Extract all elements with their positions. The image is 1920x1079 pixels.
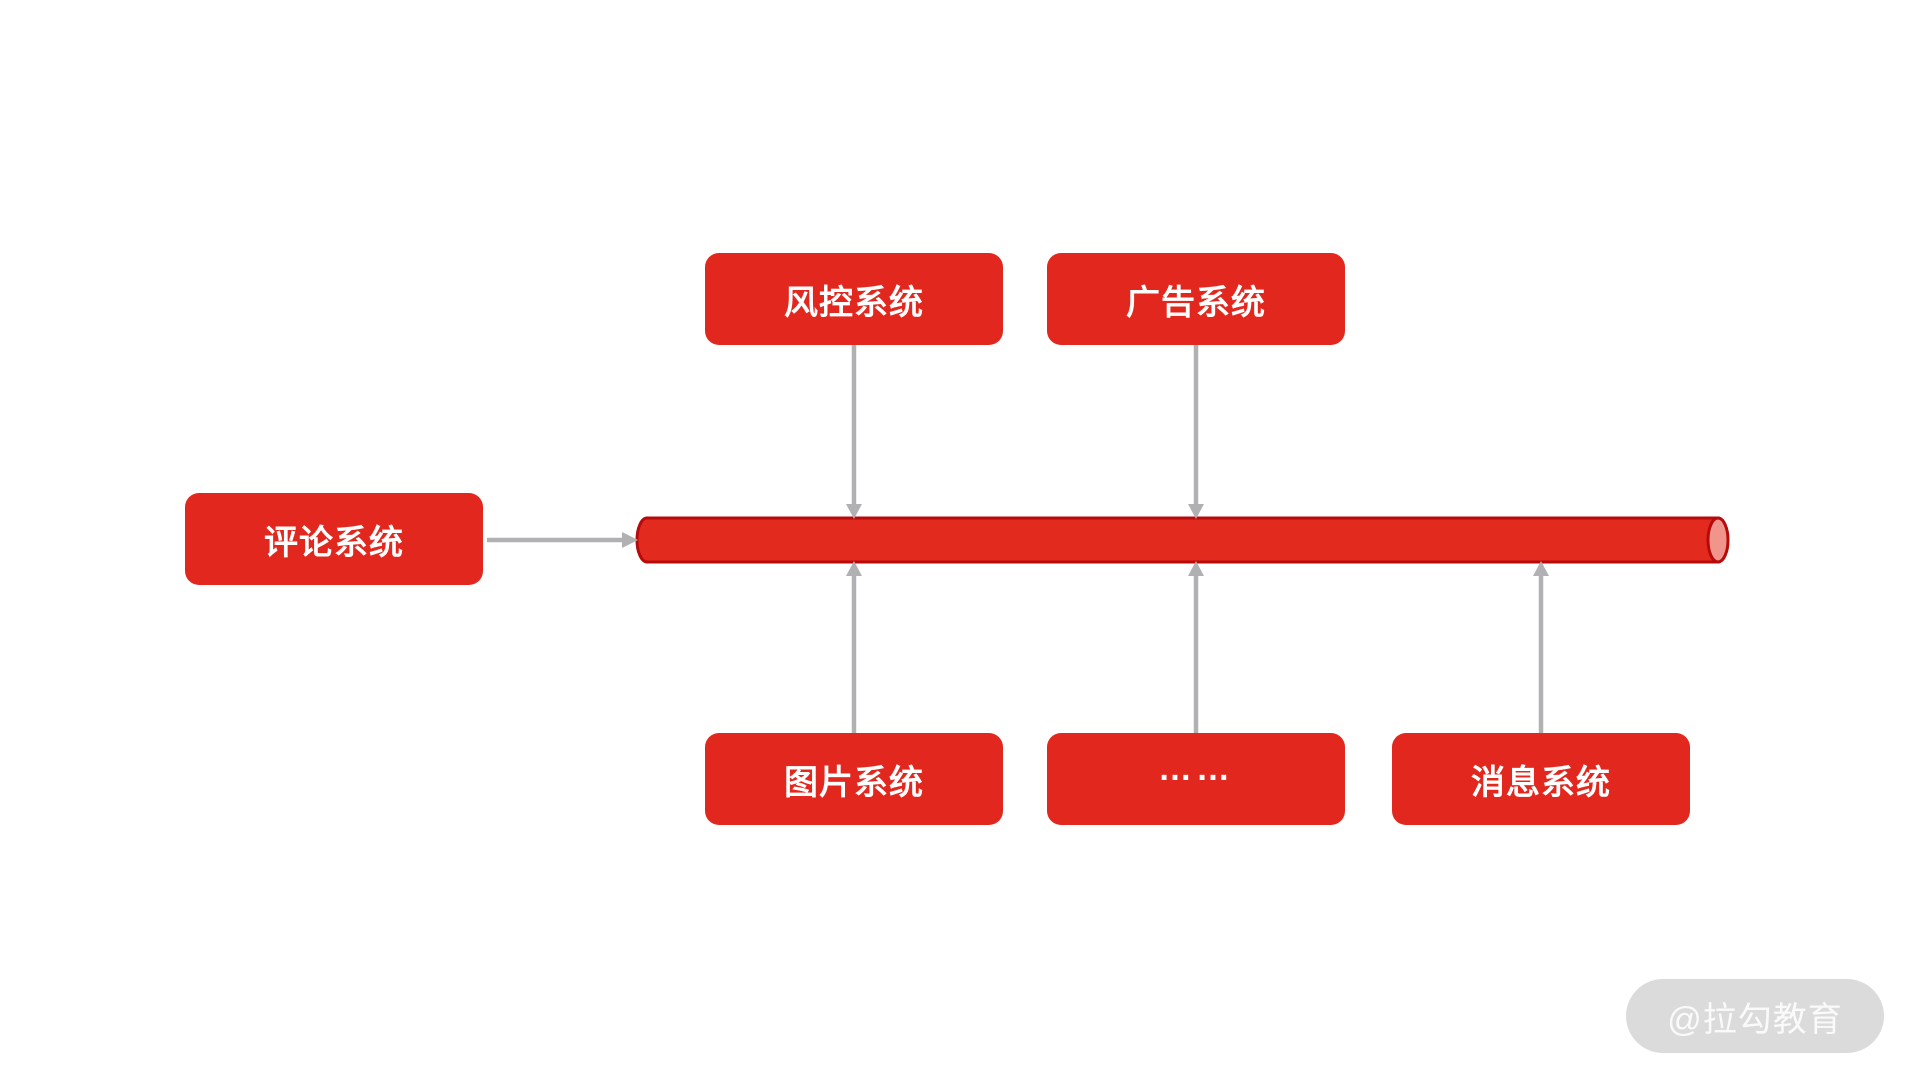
arrow-image-to-queue [846,561,862,733]
node-label: 图片系统 [784,763,924,802]
arrow-message-to-queue [1533,561,1549,733]
node-risk-control-system: 风控系统 [705,253,1003,345]
queue-cylinder-end-cap [1706,516,1730,564]
arrow-ad-to-queue [1188,345,1204,519]
node-comment-system: 评论系统 [185,493,483,585]
watermark-badge: @拉勾教育 [1626,979,1884,1053]
arrow-more-to-queue [1188,561,1204,733]
node-more-systems-ellipsis: …… [1047,733,1345,825]
message-queue-pipe [635,516,1730,564]
arrow-risk-to-queue [846,345,862,519]
node-label: 评论系统 [264,523,404,562]
node-label: …… [1158,749,1234,788]
node-label: 风控系统 [784,283,924,322]
node-label: 广告系统 [1126,283,1266,322]
watermark-text: @拉勾教育 [1667,1000,1843,1039]
node-message-system: 消息系统 [1392,733,1690,825]
queue-cylinder-body [635,516,1720,564]
arrow-comment-to-queue [487,532,638,548]
node-ad-system: 广告系统 [1047,253,1345,345]
node-image-system: 图片系统 [705,733,1003,825]
node-label: 消息系统 [1471,763,1611,802]
